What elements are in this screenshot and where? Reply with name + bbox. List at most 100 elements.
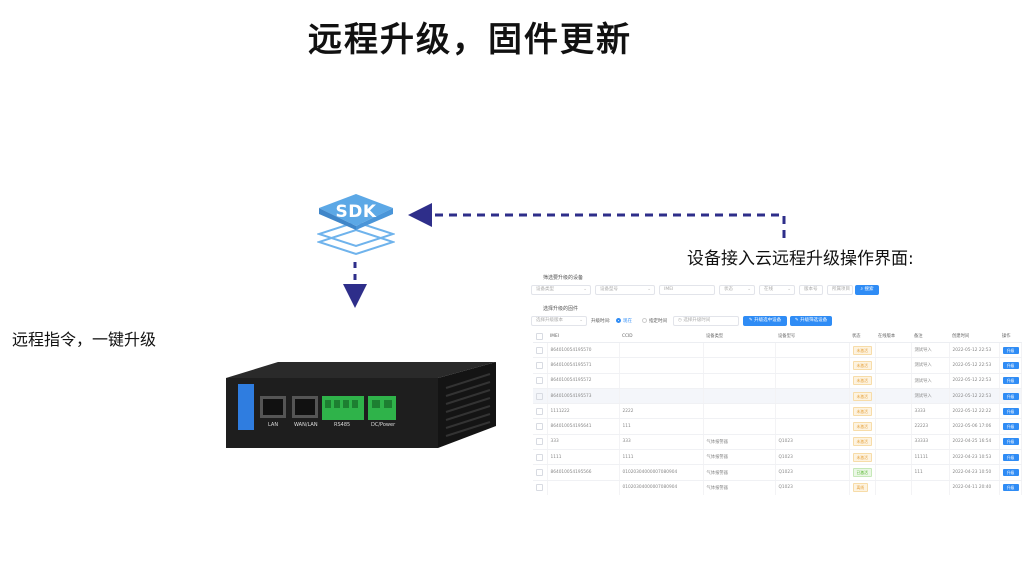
cell-version bbox=[875, 449, 912, 466]
cell-ccid bbox=[619, 388, 704, 405]
cell-created: 2022-05-06 17:06 bbox=[949, 418, 1000, 435]
cell-created: 2022-04-23 10:53 bbox=[949, 449, 1000, 466]
cell-type bbox=[703, 418, 776, 435]
radio-now[interactable] bbox=[616, 318, 621, 323]
table-header: IMEI CCID 设备类型 设备型号 状态 在线版本 备注 创建时间 操作 bbox=[533, 330, 1021, 343]
cell-model bbox=[775, 342, 850, 359]
cell-version bbox=[875, 464, 912, 481]
upgrade-row-button[interactable]: 升级 bbox=[1002, 469, 1019, 477]
sdk-label: SDK bbox=[335, 202, 377, 222]
row-checkbox[interactable] bbox=[536, 484, 543, 492]
cell-imei: 864010054195573 bbox=[547, 388, 620, 405]
cell-imei: 864010054195570 bbox=[547, 342, 620, 359]
firmware-select[interactable]: 选择升级版本⌄ bbox=[531, 316, 587, 326]
filter-version[interactable]: 版本号 bbox=[799, 285, 823, 295]
upgrade-row-button[interactable]: 升级 bbox=[1002, 423, 1019, 431]
cell-imei: 864010054195641 bbox=[547, 418, 620, 435]
port-label-wan: WAN/LAN bbox=[294, 422, 318, 428]
edit-icon: ✎ bbox=[748, 318, 755, 323]
upgrade-row-button[interactable]: 升级 bbox=[1002, 346, 1019, 354]
cell-imei: 864010054195566 bbox=[547, 464, 620, 481]
cell-type: 气体报警器 bbox=[703, 449, 776, 466]
cell-imei bbox=[547, 480, 620, 495]
section-filter-title: 筛选要升级的设备 bbox=[543, 275, 584, 281]
cell-created: 2022-05-12 22:53 bbox=[949, 373, 1000, 389]
cell-type: 气体报警器 bbox=[703, 434, 776, 451]
port-label-power: DC/Power bbox=[371, 422, 396, 428]
cell-version bbox=[875, 403, 912, 420]
cell-imei: 333 bbox=[547, 434, 620, 451]
filter-device-type[interactable]: 设备类型⌄ bbox=[531, 285, 591, 295]
row-checkbox[interactable] bbox=[536, 423, 543, 431]
cell-type bbox=[703, 388, 776, 405]
row-checkbox[interactable] bbox=[536, 438, 543, 446]
upgrade-row-button[interactable]: 升级 bbox=[1002, 484, 1019, 492]
row-checkbox[interactable] bbox=[536, 346, 543, 354]
filter-status[interactable]: 状态⌄ bbox=[719, 285, 755, 295]
cell-remark: 11111 bbox=[911, 449, 950, 466]
device-caption: 远程指令，一键升级 bbox=[12, 330, 157, 349]
cell-model bbox=[775, 388, 850, 405]
upgrade-all-button[interactable]: ✎ 升级筛选设备 bbox=[790, 316, 832, 326]
upgrade-row-button[interactable]: 升级 bbox=[1002, 361, 1019, 369]
radio-scheduled-label: 指定时间 bbox=[649, 319, 667, 324]
radio-scheduled[interactable] bbox=[642, 318, 647, 323]
upgrade-time-input[interactable]: ◷ 选择升级时间 bbox=[673, 316, 739, 326]
cell-created: 2022-04-25 16:54 bbox=[949, 434, 1000, 451]
cell-imei: 864010054195572 bbox=[547, 373, 620, 389]
col-imei: IMEI bbox=[547, 330, 619, 343]
page-title: 远程升级，固件更新 bbox=[308, 20, 632, 60]
row-checkbox[interactable] bbox=[536, 392, 543, 400]
col-op: 操作 bbox=[999, 330, 1021, 343]
search-button[interactable]: ⌕ 搜索 bbox=[855, 285, 879, 295]
select-all-checkbox[interactable] bbox=[536, 332, 543, 340]
upgrade-row-button[interactable]: 升级 bbox=[1002, 438, 1019, 446]
row-checkbox[interactable] bbox=[536, 453, 543, 461]
cell-imei: 1111222 bbox=[547, 403, 620, 420]
search-icon: ⌕ bbox=[860, 287, 865, 292]
cell-type bbox=[703, 342, 776, 359]
row-checkbox[interactable] bbox=[536, 407, 543, 415]
status-badge: 未激活 bbox=[852, 360, 872, 370]
status-badge: 未激活 bbox=[852, 345, 872, 355]
panel-caption: 设备接入云远程升级操作界面: bbox=[687, 249, 914, 269]
cell-type bbox=[703, 373, 776, 389]
edit-icon: ✎ bbox=[794, 318, 801, 323]
cell-imei: 864010054195571 bbox=[547, 357, 620, 374]
cell-version bbox=[875, 357, 912, 374]
filter-imei[interactable]: IMEI bbox=[659, 285, 715, 295]
cell-created: 2022-05-12 22:53 bbox=[949, 388, 1000, 405]
status-badge: 未激活 bbox=[852, 376, 872, 386]
row-checkbox[interactable] bbox=[536, 377, 543, 385]
col-created: 创建时间 bbox=[949, 330, 999, 343]
cell-model: Q1023 bbox=[775, 464, 850, 481]
filter-device-model[interactable]: 设备型号⌄ bbox=[595, 285, 655, 295]
cell-imei: 1111 bbox=[547, 449, 620, 466]
upgrade-selected-button[interactable]: ✎ 升级选中设备 bbox=[743, 316, 787, 326]
cell-version bbox=[875, 480, 912, 495]
chevron-down-icon: ⌄ bbox=[747, 287, 751, 292]
status-badge: 未激活 bbox=[852, 422, 872, 432]
row-checkbox[interactable] bbox=[536, 469, 543, 477]
cell-model: Q1023 bbox=[775, 480, 850, 495]
status-badge: 未激活 bbox=[852, 452, 872, 462]
cell-model bbox=[775, 418, 850, 435]
upgrade-row-button[interactable]: 升级 bbox=[1002, 453, 1019, 461]
cell-model: Q1023 bbox=[775, 434, 850, 451]
upgrade-row-button[interactable]: 升级 bbox=[1002, 377, 1019, 385]
filter-online[interactable]: 在线⌄ bbox=[759, 285, 795, 295]
chevron-down-icon: ⌄ bbox=[583, 287, 587, 292]
upgrade-row-button[interactable]: 升级 bbox=[1002, 407, 1019, 415]
cell-created: 2022-05-12 22:53 bbox=[949, 357, 1000, 374]
upgrade-row-button[interactable]: 升级 bbox=[1002, 392, 1019, 400]
cell-created: 2022-04-11 20:40 bbox=[949, 480, 1000, 495]
row-checkbox[interactable] bbox=[536, 361, 543, 369]
col-ccid: CCID bbox=[619, 330, 703, 343]
cell-ccid: 2222 bbox=[619, 403, 704, 420]
filter-project[interactable]: 所属项目 bbox=[827, 285, 853, 295]
